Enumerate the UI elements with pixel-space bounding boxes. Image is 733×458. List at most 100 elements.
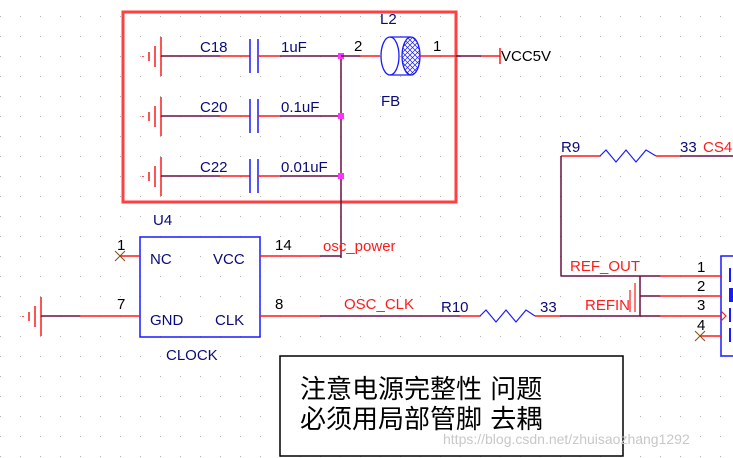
ferrite-bead-l2[interactable]: L2 FB 2 1 [341, 11, 460, 110]
grid-dot [40, 76, 41, 77]
grid-dot [580, 96, 581, 97]
grid-dot [280, 156, 281, 157]
grid-dot [400, 156, 401, 157]
grid-dot [100, 196, 101, 197]
grid-dot [520, 116, 521, 117]
grid-dot [180, 156, 181, 157]
grid-dot [660, 456, 661, 457]
grid-dot [540, 196, 541, 197]
grid-dot [700, 436, 701, 437]
resistor-r10[interactable]: R10 33 [441, 299, 560, 323]
grid-dot [60, 256, 61, 257]
grid-dot [360, 216, 361, 217]
grid-dot [600, 256, 601, 257]
grid-dot [20, 256, 21, 257]
note-line-2: 必须用局部管脚 去耦 [300, 405, 542, 435]
grid-dot [380, 136, 381, 137]
grid-dot [420, 96, 421, 97]
grid-dot [40, 16, 41, 17]
grid-dot [640, 96, 641, 97]
grid-dot [480, 76, 481, 77]
grid-dot [240, 316, 241, 317]
capacitor-c20[interactable]: C20 0.1uF [142, 97, 341, 136]
grid-dot [120, 116, 121, 117]
grid-dot [40, 416, 41, 417]
grid-dot [20, 96, 21, 97]
highlight-box [121, 10, 458, 204]
grid-dot [20, 176, 21, 177]
grid-dot [580, 76, 581, 77]
grid-dot [380, 256, 381, 257]
grid-dot [720, 176, 721, 177]
grid-dot [280, 216, 281, 217]
grid-dot [0, 176, 1, 177]
grid-dot [620, 36, 621, 37]
grid-dot [340, 336, 341, 337]
grid-dot [540, 156, 541, 157]
grid-dot [220, 436, 221, 437]
grid-dot [700, 356, 701, 357]
grid-dot [420, 196, 421, 197]
grid-dot [540, 76, 541, 77]
grid-dot [20, 336, 21, 337]
grid-dot [120, 396, 121, 397]
grid-dot [620, 16, 621, 17]
grid-dot [220, 356, 221, 357]
grid-dot [720, 136, 721, 137]
grid-dot [160, 136, 161, 137]
grid-dot [280, 196, 281, 197]
grid-dot [0, 256, 1, 257]
power-port-vcc5v[interactable]: VCC5V [456, 48, 551, 65]
net-label-ref-out: REF_OUT [570, 258, 640, 275]
grid-dot [60, 356, 61, 357]
resistor-r9[interactable]: R9 33 [561, 139, 697, 163]
grid-dot [680, 436, 681, 437]
grid-dot [260, 36, 261, 37]
grid-dot [480, 196, 481, 197]
grid-dot [360, 256, 361, 257]
grid-dot [80, 276, 81, 277]
pin-number: 1 [117, 237, 125, 254]
capacitor-c22[interactable]: C22 0.01uF [142, 157, 341, 196]
grid-dot [0, 396, 1, 397]
grid-dot [260, 376, 261, 377]
grid-dot [540, 36, 541, 37]
grid-dot [640, 136, 641, 137]
grid-dot [220, 396, 221, 397]
grid-dot [620, 256, 621, 257]
grid-dot [480, 316, 481, 317]
grid-dot [140, 56, 141, 57]
capacitor-c18[interactable]: C18 1uF [142, 37, 341, 76]
grid-dot [0, 116, 1, 117]
grid-dot [400, 116, 401, 117]
grid-dot [580, 116, 581, 117]
grid-dot [680, 76, 681, 77]
grid-dot [100, 136, 101, 137]
grid-dot [380, 36, 381, 37]
grid-dot [260, 16, 261, 17]
grid-dot [640, 116, 641, 117]
grid-dot [520, 236, 521, 237]
pin-name: CLK [215, 312, 244, 329]
grid-dot [640, 376, 641, 377]
capacitor-ref: C20 [200, 99, 228, 116]
grid-dot [540, 276, 541, 277]
grid-dot [160, 256, 161, 257]
grid-dot [480, 216, 481, 217]
grid-dot [40, 276, 41, 277]
grid-dot [560, 56, 561, 57]
grid-dot [40, 236, 41, 237]
connector[interactable]: 1 2 3 4 [660, 255, 733, 357]
net-label-osc-clk: OSC_CLK [344, 296, 414, 313]
grid-dot [380, 336, 381, 337]
grid-dot [320, 296, 321, 297]
grid-dot [60, 416, 61, 417]
oscillator-u4[interactable]: U4 CLOCK 1 NC 14 VCC 7 GND 8 CLK [22, 212, 341, 364]
grid-dot [480, 156, 481, 157]
grid-dot [80, 76, 81, 77]
grid-dot [500, 276, 501, 277]
net-label-cs: CS4 [703, 139, 732, 156]
grid-dot [160, 436, 161, 437]
grid-dot [540, 136, 541, 137]
grid-dot [80, 136, 81, 137]
